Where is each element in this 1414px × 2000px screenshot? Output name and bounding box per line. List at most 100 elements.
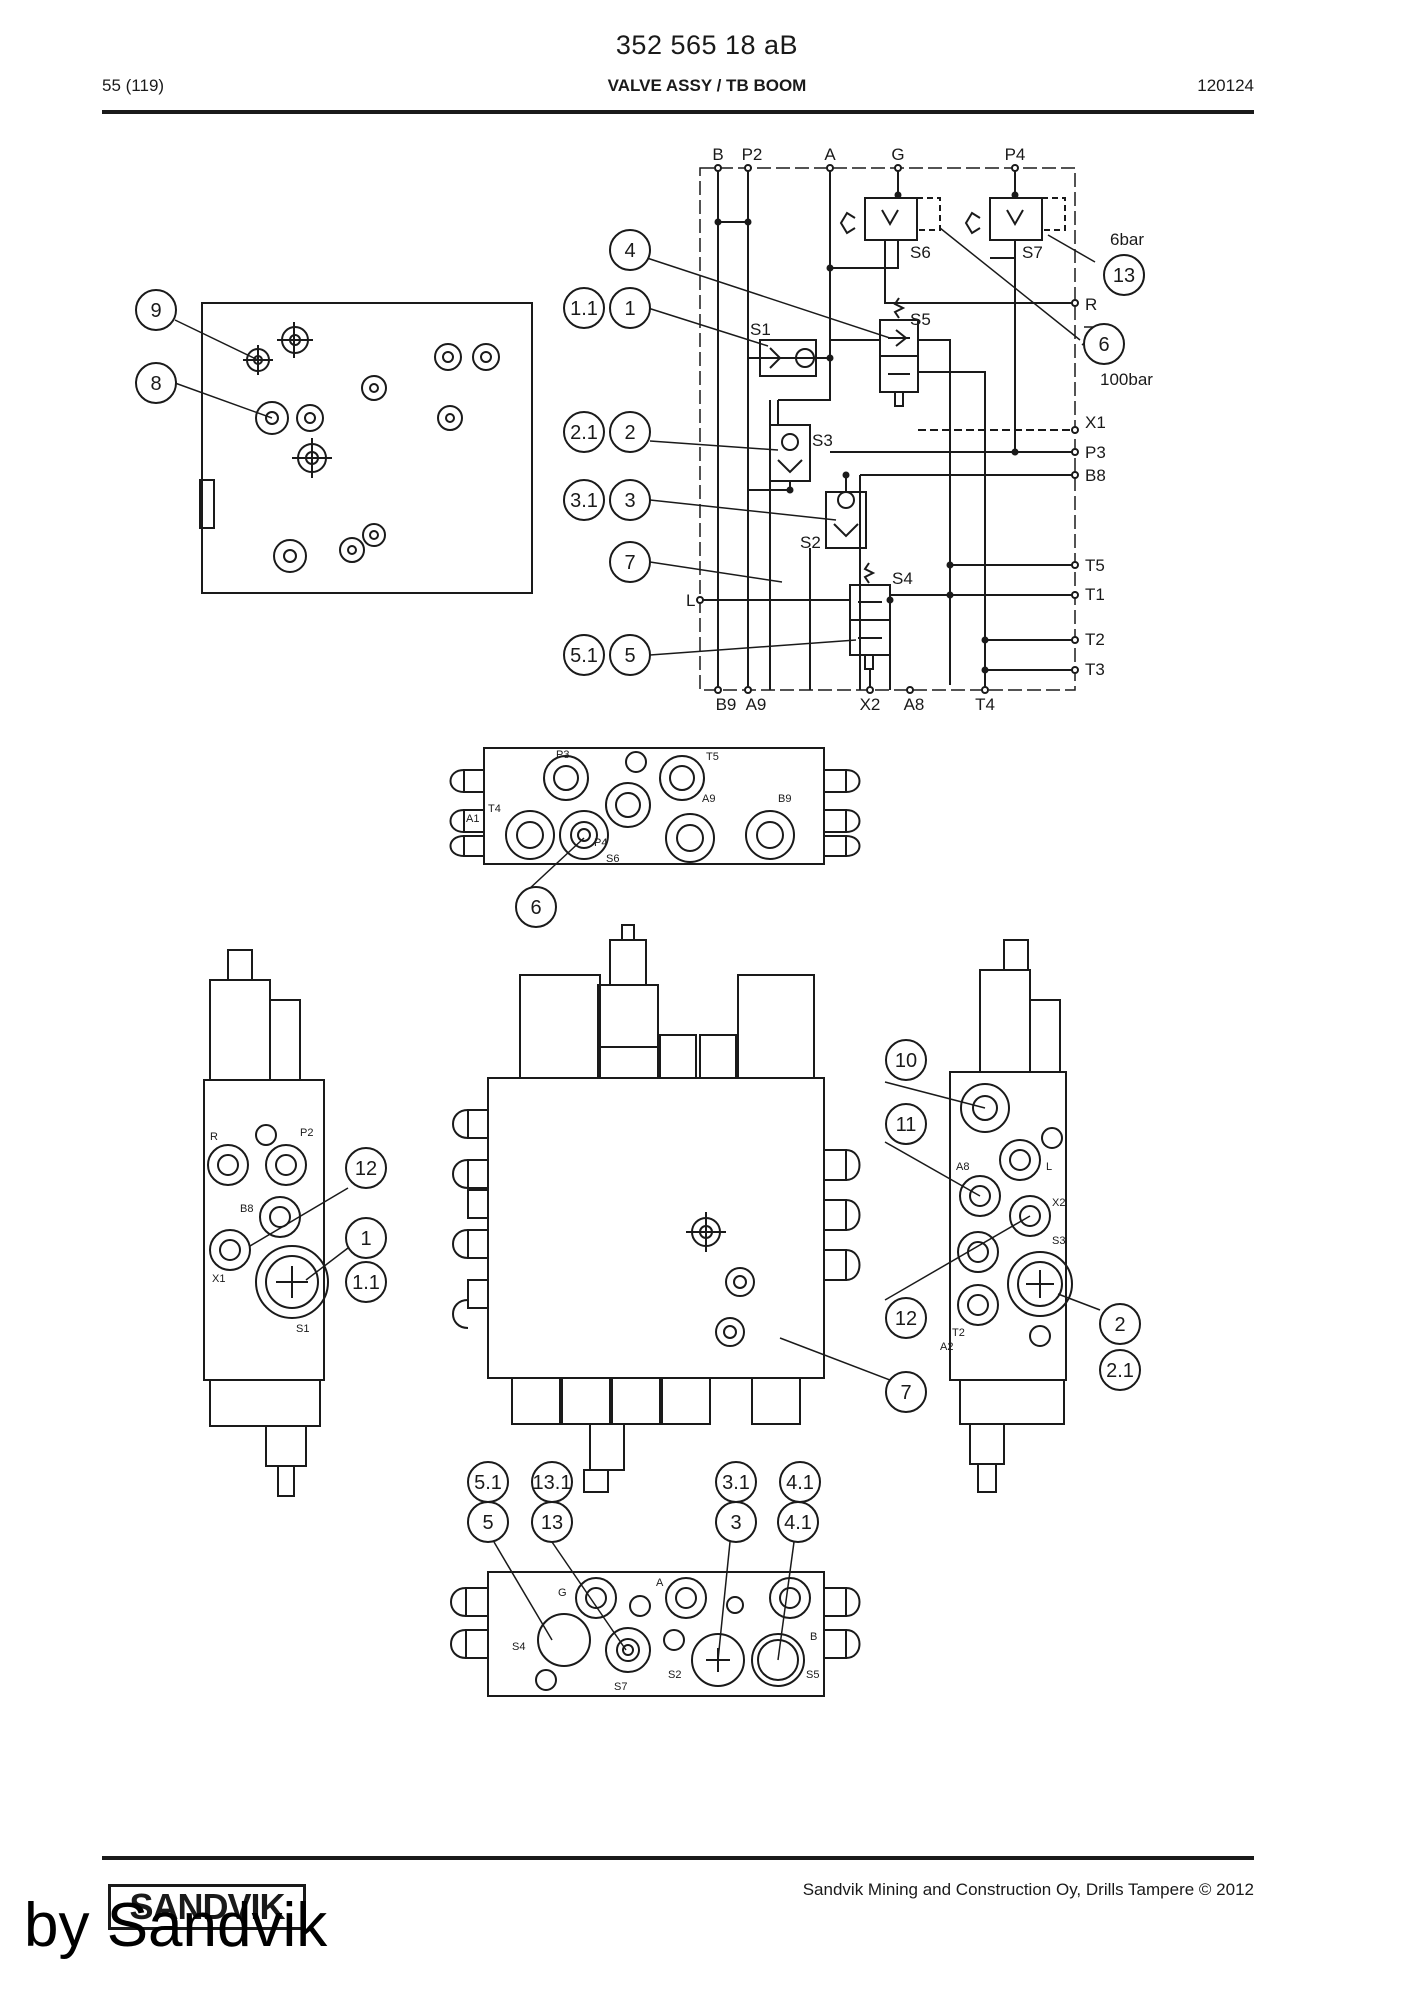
svg-text:6: 6 (1098, 334, 1109, 356)
svg-text:8: 8 (150, 373, 161, 395)
balloon-3: 3 (609, 479, 651, 521)
body-label-T2: T2 (952, 1327, 965, 1339)
port-label-A: A (824, 145, 836, 164)
balloon-1-1-left-view: 1.1 (345, 1261, 387, 1303)
document-number: 352 565 18 aB (615, 30, 799, 60)
balloon-4-1: 4.1 (777, 1501, 819, 1543)
body-label-L: L (1046, 1161, 1052, 1173)
balloon-5-1-bottom: 5.1 (467, 1461, 509, 1503)
svg-text:3.1: 3.1 (570, 490, 598, 512)
svg-text:2: 2 (1114, 1314, 1125, 1336)
valve-label-S7: S7 (1022, 243, 1043, 262)
valve-body-top-view (449, 747, 861, 865)
balloon-3-bottom: 3 (715, 1501, 757, 1543)
watermark-text: by Sandvik (24, 1891, 328, 1960)
body-label-P3: P3 (556, 749, 569, 761)
balloon-8: 8 (135, 362, 177, 404)
balloon-5-bottom: 5 (467, 1501, 509, 1543)
balloon-1-left-view: 1 (345, 1217, 387, 1259)
body-label-S6: S6 (606, 853, 619, 865)
port-label-P3: P3 (1085, 443, 1106, 462)
body-label-S4: S4 (512, 1641, 525, 1653)
body-label-S5: S5 (806, 1669, 819, 1681)
valve-label-S1: S1 (750, 320, 771, 339)
balloon-9: 9 (135, 289, 177, 331)
body-label-P4: P4 (594, 837, 607, 849)
balloon-7-front-view: 7 (885, 1371, 927, 1413)
body-label-S2: S2 (668, 1669, 681, 1681)
body-label-B: B (810, 1631, 817, 1643)
balloon-2-1: 2.1 (563, 411, 605, 453)
svg-text:12: 12 (895, 1308, 917, 1330)
svg-text:5: 5 (624, 645, 635, 667)
port-label-B: B (712, 145, 723, 164)
svg-text:5.1: 5.1 (570, 645, 598, 667)
body-label-S7: S7 (614, 1681, 627, 1693)
balloon-5-1: 5.1 (563, 634, 605, 676)
body-label-B8: B8 (240, 1203, 253, 1215)
copyright-text: Sandvik Mining and Construction Oy, Dril… (802, 1880, 1254, 1899)
port-label-G: G (891, 145, 904, 164)
balloon-2-1-right-view: 2.1 (1099, 1349, 1141, 1391)
balloon-1: 1 (609, 287, 651, 329)
svg-text:12: 12 (355, 1158, 377, 1180)
port-label-R: R (1085, 295, 1097, 314)
valve-label-S6: S6 (910, 243, 931, 262)
mounting-plate-view (199, 302, 533, 594)
balloon-6: 6 (1083, 323, 1125, 365)
balloon-3-1-bottom: 3.1 (715, 1461, 757, 1503)
balloon-13: 13 (1103, 254, 1145, 296)
port-label-B8: B8 (1085, 466, 1106, 485)
svg-text:4.1: 4.1 (786, 1472, 814, 1494)
svg-text:4.1: 4.1 (784, 1512, 812, 1534)
valve-body-right-view (949, 939, 1073, 1493)
balloon-4: 4 (609, 229, 651, 271)
svg-text:1: 1 (624, 298, 635, 320)
balloon-2-right-view: 2 (1099, 1303, 1141, 1345)
valve-body-front-view (452, 924, 861, 1493)
body-label-A8: A8 (956, 1161, 969, 1173)
svg-text:1.1: 1.1 (570, 298, 598, 320)
port-label-T1: T1 (1085, 585, 1105, 604)
body-label-S3: S3 (1052, 1235, 1065, 1247)
svg-text:3.1: 3.1 (722, 1472, 750, 1494)
balloon-1-1: 1.1 (563, 287, 605, 329)
svg-text:1.1: 1.1 (352, 1272, 380, 1294)
body-label-G: G (558, 1587, 567, 1599)
svg-text:7: 7 (900, 1382, 911, 1404)
body-label-S1: S1 (296, 1323, 309, 1335)
port-label-B9: B9 (716, 695, 737, 714)
port-label-T3: T3 (1085, 660, 1105, 679)
body-label-X1: X1 (212, 1273, 225, 1285)
balloon-3-1: 3.1 (563, 479, 605, 521)
port-label-T5: T5 (1085, 556, 1105, 575)
body-label-T5: T5 (706, 751, 719, 763)
body-label-A9: A9 (702, 793, 715, 805)
body-label-X2: X2 (1052, 1197, 1065, 1209)
port-label-L: L (686, 591, 695, 610)
body-label-A: A (656, 1577, 664, 1589)
port-label-A8: A8 (904, 695, 925, 714)
svg-text:5.1: 5.1 (474, 1472, 502, 1494)
svg-text:13.1: 13.1 (533, 1472, 572, 1494)
port-label-P2: P2 (742, 145, 763, 164)
port-label-T4: T4 (975, 695, 995, 714)
port-label-T2: T2 (1085, 630, 1105, 649)
svg-text:2: 2 (624, 422, 635, 444)
balloon-13-1: 13.1 (531, 1461, 573, 1503)
svg-text:7: 7 (624, 552, 635, 574)
valve-label-S2: S2 (800, 533, 821, 552)
svg-text:4: 4 (624, 240, 635, 262)
sandvik-logo: SANDVIK (108, 1884, 306, 1930)
footer-rule (102, 1856, 1254, 1860)
pressure-label-6bar: 6bar (1110, 230, 1144, 249)
port-label-A9: A9 (746, 695, 767, 714)
port-label-P4: P4 (1005, 145, 1026, 164)
svg-text:1: 1 (360, 1228, 371, 1250)
balloon-2: 2 (609, 411, 651, 453)
body-label-A2: A2 (940, 1341, 953, 1353)
valve-label-S3: S3 (812, 431, 833, 450)
body-label-A1: A1 (466, 813, 479, 825)
valve-label-S4: S4 (892, 569, 913, 588)
